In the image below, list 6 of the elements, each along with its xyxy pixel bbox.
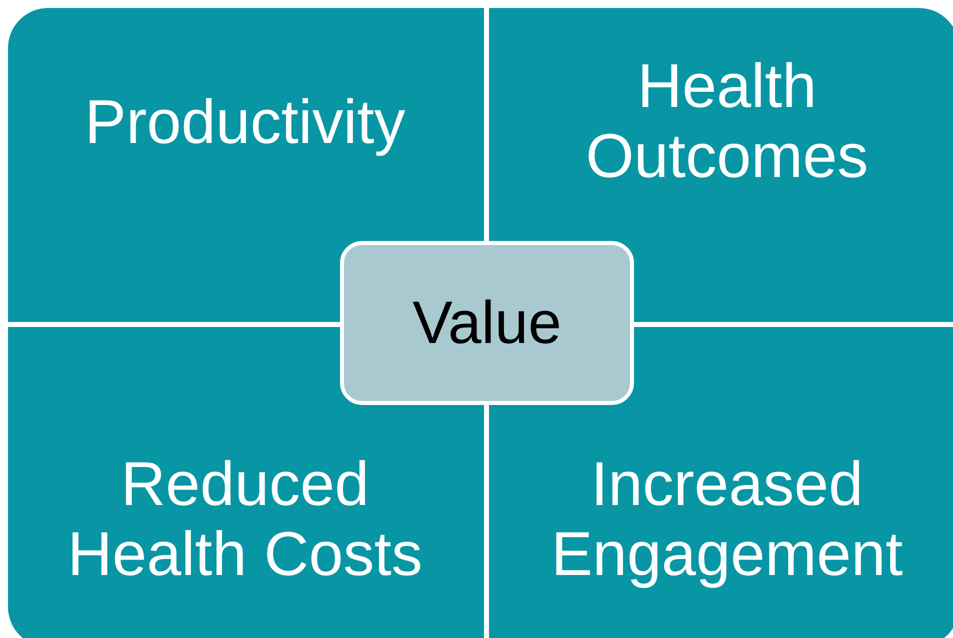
quadrant-label: Reduced Health Costs: [66, 450, 424, 590]
quadrant-label: Productivity: [84, 88, 406, 158]
quadrant-label: Increased Engagement: [550, 450, 904, 590]
center-label: Value: [412, 290, 562, 356]
center-box: [340, 241, 634, 405]
quadrant-label: Health Outcomes: [584, 52, 870, 192]
